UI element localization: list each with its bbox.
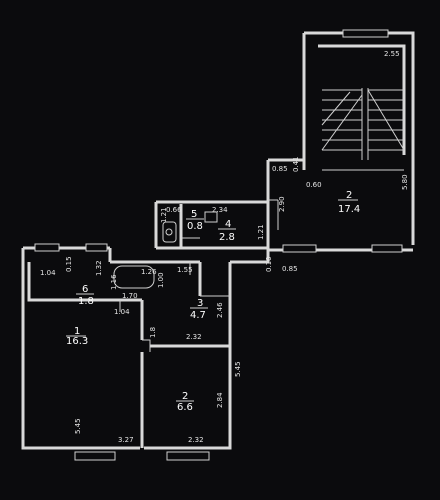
- corridor-right-wall: [144, 262, 232, 450]
- doors: [119, 199, 279, 352]
- window-room-1-top: [34, 243, 60, 252]
- dim-5-45-left: 5.45: [74, 418, 82, 434]
- dim-0-41: 0.41: [292, 156, 300, 172]
- dim-3-27: 3.27: [118, 436, 134, 444]
- room-labels: 1 16.3 2 6.6 2 17.4 3 4.7 4 2.8 5 0.8 6 …: [66, 190, 360, 413]
- room-17-area: 17.4: [338, 204, 360, 215]
- dim-1-04-top: 1.04: [40, 269, 56, 277]
- dim-5-45-right: 5.45: [234, 361, 242, 377]
- sink-icon: [204, 211, 218, 223]
- window-room-17-b: [371, 244, 403, 253]
- window-room-17-a: [282, 244, 317, 253]
- room-2-area: 6.6: [177, 402, 193, 413]
- dim-1-55: 1.55: [177, 266, 193, 274]
- dim-1-04-mid: 1.04: [114, 308, 130, 316]
- dim-2-34: 2.34: [212, 206, 228, 214]
- stair-inner-wall: [318, 44, 406, 155]
- room-4-number: 4: [225, 219, 231, 230]
- dim-1-00: 1.00: [157, 272, 165, 288]
- dim-2-84: 2.84: [216, 392, 224, 408]
- dim-1-32: 1.32: [95, 260, 103, 276]
- toilet-icon: [162, 221, 177, 243]
- room-5-number: 5: [191, 209, 197, 220]
- window-room-2-bottom: [166, 451, 210, 461]
- windows: [34, 29, 403, 461]
- walls: [21, 31, 415, 450]
- dim-0-10: 0.10: [265, 256, 273, 272]
- dim-0-15: 0.15: [65, 256, 73, 272]
- room-5-area: 0.8: [187, 221, 203, 232]
- room-1-outer-walls: [21, 248, 140, 450]
- room-6-area: 1.8: [78, 296, 94, 307]
- room-2-number: 2: [182, 391, 188, 402]
- toilet-bowl-icon: [165, 228, 173, 236]
- dim-2-55: 2.55: [384, 50, 400, 58]
- dimension-labels: 2.55 0.85 0.41 0.60 5.80 2.90 0.66 2.34 …: [40, 50, 409, 444]
- window-stairs: [342, 29, 389, 38]
- dim-2-32-top: 2.32: [186, 333, 202, 341]
- fixtures: [113, 211, 218, 289]
- dim-0-66: 0.66: [166, 206, 182, 214]
- room-6-bottom-wall: [27, 262, 142, 302]
- window-room-6-top: [85, 243, 108, 252]
- corridor-top-wall: [230, 250, 270, 264]
- dim-1-26: 1.26: [141, 268, 157, 276]
- dim-2-46: 2.46: [216, 302, 224, 318]
- wc-block-walls: [154, 200, 268, 248]
- dim-0-60: 0.60: [306, 181, 322, 189]
- room-4-area: 2.8: [219, 232, 235, 243]
- dim-1-70: 1.70: [122, 292, 138, 300]
- door-room-2: [142, 339, 151, 352]
- door-room-17: [268, 199, 279, 230]
- stair-tower-walls: [302, 31, 415, 245]
- dim-1-8: 1.8: [149, 327, 157, 338]
- room-1-area: 16.3: [66, 336, 88, 347]
- dim-1-16: 1.16: [110, 274, 118, 290]
- dim-0-85-bottom: 0.85: [282, 265, 298, 273]
- dim-0-85-top: 0.85: [272, 165, 288, 173]
- room-1-number: 1: [74, 326, 80, 337]
- room-3-area: 4.7: [190, 310, 206, 321]
- bathtub-icon: [113, 265, 155, 289]
- room-3-number: 3: [197, 298, 203, 309]
- room-6-number: 6: [82, 284, 88, 295]
- window-room-1-bottom: [74, 451, 116, 461]
- dim-5-80: 5.80: [401, 174, 409, 190]
- dim-2-90: 2.90: [278, 196, 286, 212]
- dim-1-21-hall: 1.21: [257, 224, 265, 240]
- staircase: [321, 88, 405, 171]
- dim-2-32-bottom: 2.32: [188, 436, 204, 444]
- dim-1-21-wc: 1.21: [160, 207, 168, 223]
- room-17-number: 2: [346, 190, 352, 201]
